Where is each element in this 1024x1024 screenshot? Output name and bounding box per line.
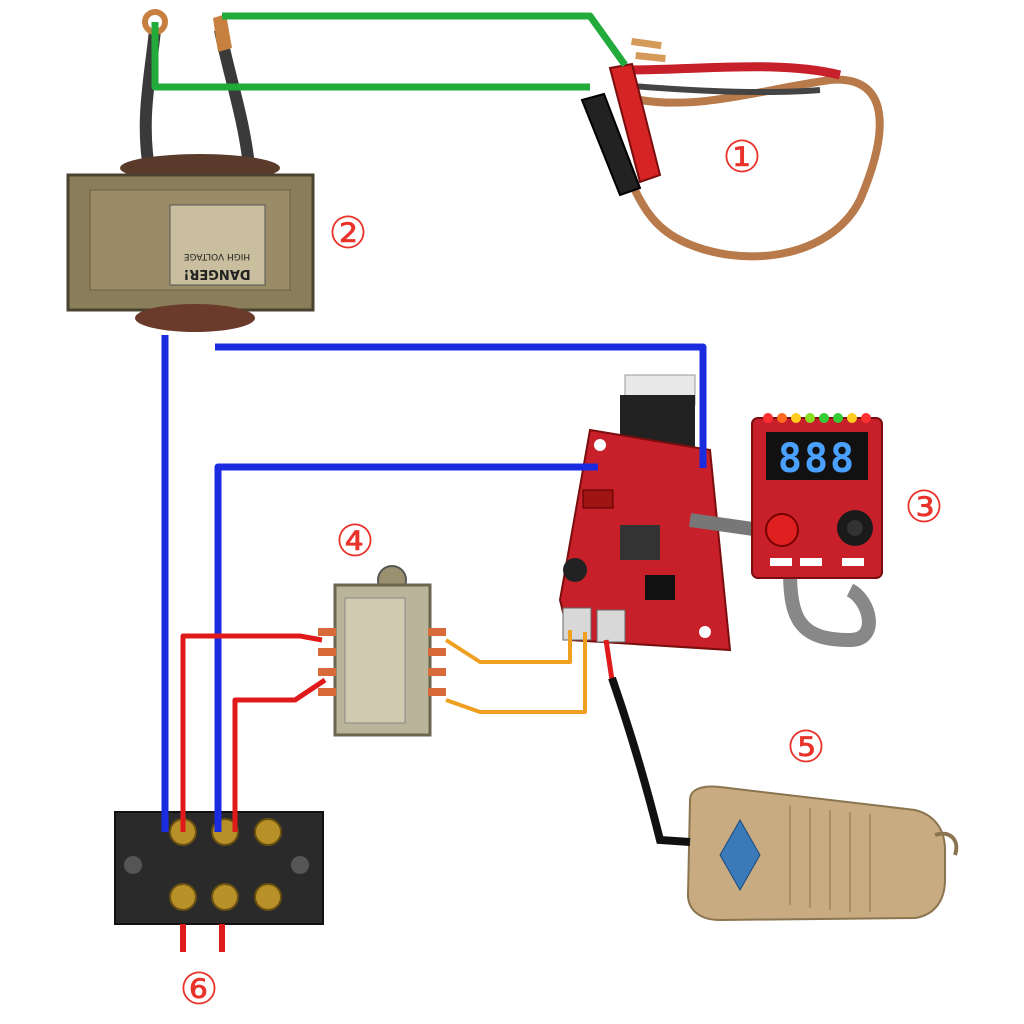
pedal-logo xyxy=(719,818,761,892)
foot-pedal xyxy=(686,785,959,922)
label-3: ③ xyxy=(904,482,943,533)
terminal-screws xyxy=(169,818,282,911)
green-wires xyxy=(151,12,628,91)
red-plug xyxy=(608,62,662,184)
warning-plate xyxy=(169,204,266,286)
red-wires xyxy=(180,633,615,832)
blue-wires xyxy=(161,335,707,832)
mains-leads xyxy=(180,924,225,952)
red-push-button xyxy=(765,513,799,547)
seven-segment-display xyxy=(766,432,868,480)
main-transformer: DANGER! HIGH VOLTAGE xyxy=(66,9,315,332)
label-2: ② xyxy=(328,208,367,259)
pedal-body xyxy=(686,785,946,922)
plate-danger-text: DANGER! xyxy=(183,266,250,281)
terminal-pedal xyxy=(596,609,626,643)
control-board xyxy=(558,374,876,652)
pedal-cable xyxy=(608,676,691,846)
label-5: ⑤ xyxy=(786,722,825,773)
indicator-leds xyxy=(763,413,871,423)
label-4: ④ xyxy=(335,516,374,567)
welding-pen-assembly xyxy=(580,38,884,261)
plate-voltage-text: HIGH VOLTAGE xyxy=(184,251,251,261)
label-6: ⑥ xyxy=(179,964,218,1015)
display-digits: 888 xyxy=(778,436,856,482)
control-transformer xyxy=(318,565,446,737)
black-plug xyxy=(580,92,642,197)
orange-wires xyxy=(444,630,587,714)
display-panel: 888 xyxy=(751,413,883,579)
label-1: ① xyxy=(722,132,761,183)
